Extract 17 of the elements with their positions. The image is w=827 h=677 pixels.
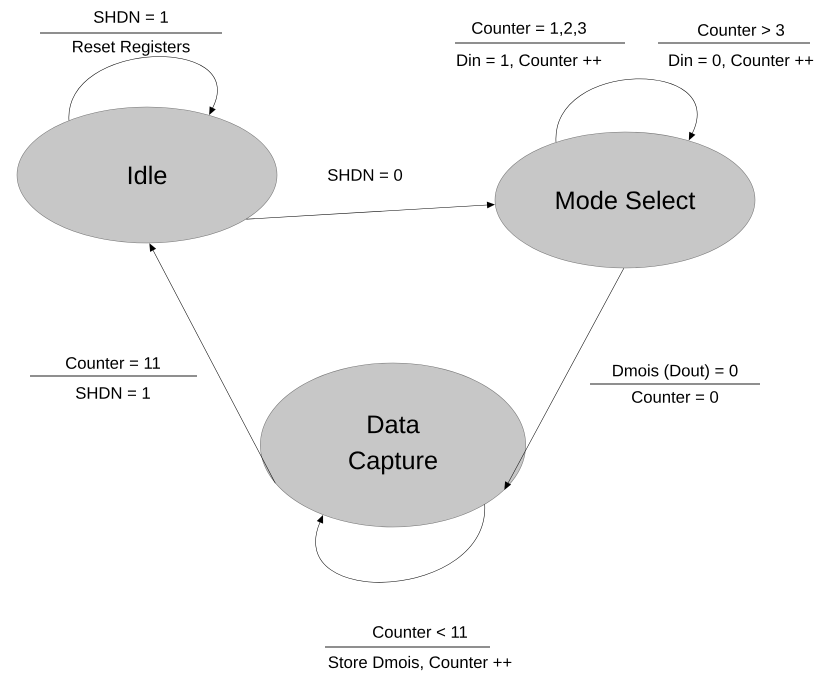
- edge-label: Counter < 11: [370, 624, 470, 640]
- transition-label: Reset Registers: [73, 40, 190, 56]
- transition-label: SHDN = 1: [76, 387, 150, 399]
- loop-arrow: [315, 504, 485, 582]
- edge-label: SHDN = 1: [92, 10, 170, 24]
- edge-label: Dmois (Dout) = 0: [610, 362, 740, 382]
- edge-label: SHDN = 0: [326, 168, 404, 182]
- transition-label: Din = 1, Counter ++: [457, 54, 602, 68]
- loop-arrow: [68, 56, 218, 121]
- edge-label: Counter = 1,2,3: [470, 20, 588, 38]
- transition-label: Counter = 0: [632, 391, 718, 403]
- loop-arrow: [556, 78, 698, 142]
- edge-label: Counter = 11: [64, 356, 162, 370]
- transition-label: Counter > 3: [698, 24, 784, 36]
- transition-label: Store Dmois, Counter ++: [328, 656, 512, 670]
- arrow: [504, 268, 624, 490]
- transition-label: Din = 0, Counter ++: [669, 54, 814, 68]
